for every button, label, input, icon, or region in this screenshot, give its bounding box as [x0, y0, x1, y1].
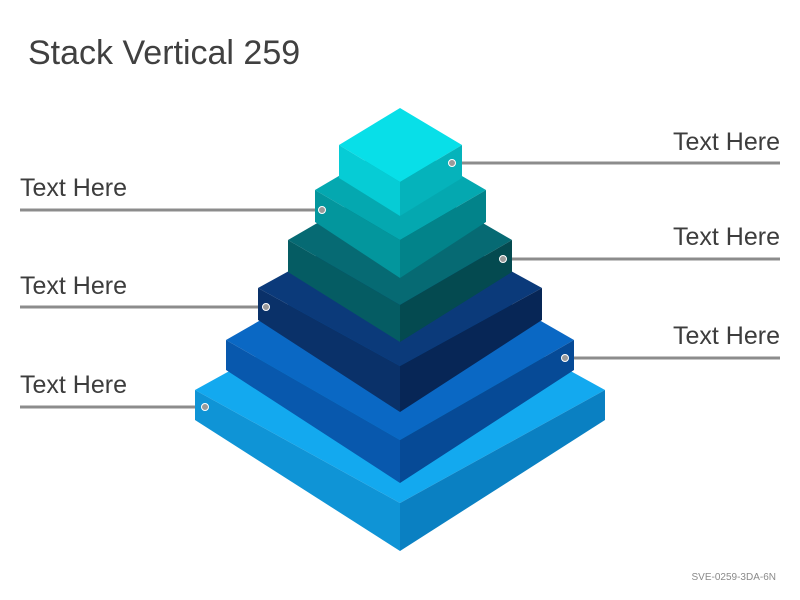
label-left-bottom: Text Here	[20, 371, 127, 399]
label-right-lower: Text Here	[673, 322, 780, 350]
label-right-middle: Text Here	[673, 223, 780, 251]
dot-right-middle	[499, 255, 507, 263]
connector-lines	[20, 161, 780, 409]
footer-code: SVE-0259-3DA-6N	[691, 572, 776, 583]
connector-dots	[201, 159, 569, 411]
pyramid-layer-6	[339, 108, 462, 216]
label-left-middle: Text Here	[20, 272, 127, 300]
dot-left-bottom	[201, 403, 209, 411]
slide-title: Stack Vertical 259	[28, 34, 301, 72]
label-left-upper: Text Here	[20, 174, 127, 202]
dot-right-top	[448, 159, 456, 167]
dot-left-middle	[262, 303, 270, 311]
label-right-top: Text Here	[673, 128, 780, 156]
dot-left-upper	[318, 206, 326, 214]
dot-right-lower	[561, 354, 569, 362]
